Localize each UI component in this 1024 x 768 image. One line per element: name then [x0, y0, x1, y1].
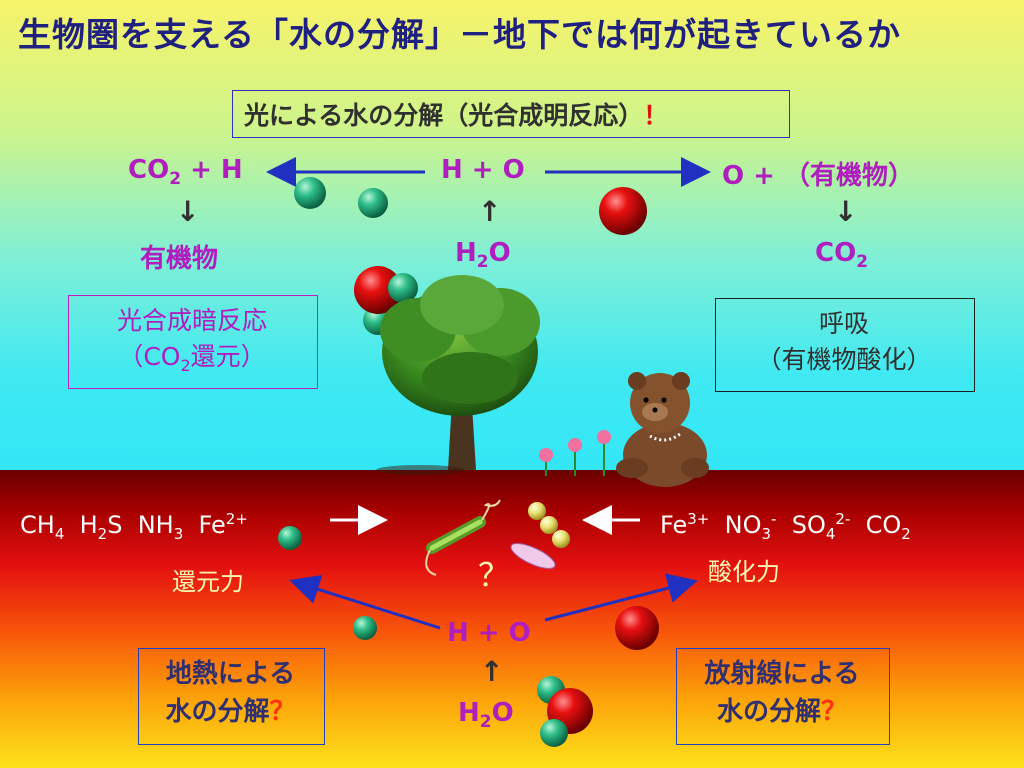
- fe3-sup: 3+: [687, 510, 710, 528]
- down-arrow-right: ↓: [834, 195, 858, 228]
- water-o: [354, 266, 402, 314]
- h2o-sub: 2: [476, 252, 489, 273]
- hydrogen-atom-1: [294, 177, 326, 209]
- so4-sub: 4: [825, 524, 836, 543]
- fe3-base: Fe: [660, 511, 688, 539]
- o-plus-organic: O + （有機物）: [722, 155, 914, 192]
- h-plus-o-ground: H + O: [447, 618, 531, 648]
- geothermal-question: ？: [269, 697, 296, 727]
- down-arrow-left: ↓: [176, 195, 200, 228]
- bear-illustration: [616, 372, 709, 487]
- h2s-sub: 2: [97, 524, 108, 543]
- ch4-sub: 4: [54, 524, 65, 543]
- question-mark-center: ？: [478, 556, 511, 594]
- underground-h-2: [353, 616, 377, 640]
- h2o-o: O: [488, 238, 511, 268]
- no3-sup: -: [771, 510, 777, 528]
- oxygen-atom-top: [599, 187, 647, 235]
- h2o-ground-o: O: [491, 698, 514, 728]
- co2-right: CO2: [815, 238, 868, 272]
- respiration-box: [715, 298, 975, 392]
- dark-reaction-line2-a: （CO: [118, 342, 181, 371]
- radiolysis-line2: 水の分解？: [676, 694, 888, 730]
- photolysis-box: [232, 90, 790, 138]
- geothermal-line2-text: 水の分解: [165, 697, 270, 727]
- up-arrow-ground: ↑: [480, 655, 504, 688]
- fe2-sup: 2+: [225, 510, 248, 528]
- exclaim-mark: ！: [643, 101, 669, 130]
- oxidizing-power-label: 酸化力: [708, 558, 780, 586]
- plus-h: + H: [190, 155, 243, 185]
- co2-ox-sub: 2: [901, 524, 911, 543]
- radiolysis-line2-text: 水の分解: [716, 697, 821, 727]
- no3-base: NO: [724, 511, 762, 539]
- h2o-ground-sub: 2: [479, 712, 492, 733]
- dark-reaction-line2-b: 還元）: [190, 342, 266, 371]
- h-plus-o-top: H + O: [441, 155, 525, 185]
- dark-reaction-line2-sub: 2: [180, 356, 191, 375]
- microbe-cocci: [528, 502, 570, 548]
- respiration-line1: 呼吸: [818, 309, 869, 338]
- nh3-sub: 3: [173, 524, 184, 543]
- respiration-line2: （有機物酸化）: [756, 345, 932, 374]
- h2o-ground-h: H: [458, 698, 480, 728]
- organic-paren: （有機物）: [784, 161, 915, 191]
- reducing-power-label: 還元力: [172, 568, 244, 596]
- organic-matter-label: 有機物: [140, 244, 219, 274]
- radiolysis-question: ？: [821, 697, 848, 727]
- tree-illustration: [376, 275, 540, 475]
- water-h-2: [388, 273, 418, 303]
- hydrogen-atom-2: [358, 188, 388, 218]
- ground-background: [0, 470, 1024, 768]
- co2-base: CO: [128, 155, 170, 185]
- geothermal-line2: 水の分解？: [138, 694, 323, 730]
- reductants-formulas: CH4 H2S NH3 Fe2+: [20, 510, 248, 543]
- fe2-base: Fe: [198, 511, 226, 539]
- arrow-to-reducing: [289, 574, 441, 630]
- h2o-top: H2O: [455, 238, 511, 272]
- oxidants-formulas: Fe3+ NO3- SO42- CO2: [660, 510, 911, 543]
- geothermal-box: [138, 648, 325, 745]
- co2-formula: CO2: [128, 155, 181, 189]
- up-arrow-center: ↑: [478, 195, 502, 228]
- radiolysis-box: [676, 648, 890, 745]
- arrow-to-oxidizing: [544, 573, 698, 622]
- co2-sub: 2: [169, 169, 182, 190]
- dark-reaction-box: [68, 295, 318, 389]
- dark-reaction-line1: 光合成暗反応: [116, 306, 267, 335]
- co2-right-sub: 2: [856, 252, 869, 273]
- h2s-a: H: [79, 511, 98, 539]
- co2-right-base: CO: [815, 238, 857, 268]
- underground-h-1: [278, 526, 302, 550]
- ch4-base: CH: [20, 511, 55, 539]
- h2o-h: H: [455, 238, 477, 268]
- slide-title: 生物圏を支える「水の分解」－地下では何が起きているか: [18, 15, 902, 54]
- so4-base: SO: [791, 511, 826, 539]
- radiolysis-line1: 放射線による: [704, 659, 860, 689]
- co2-plus-h: CO2 + H: [128, 155, 243, 189]
- no3-sub: 3: [761, 524, 772, 543]
- microbe-rod: [425, 499, 501, 576]
- nh3-base: NH: [137, 511, 174, 539]
- underground-water-h-2: [540, 719, 568, 747]
- dark-reaction-line2: （CO2還元）: [68, 340, 316, 383]
- o-plus: O +: [722, 161, 775, 191]
- photolysis-label: 光による水の分解（光合成明反応）！: [244, 96, 668, 132]
- co2-ox-base: CO: [865, 511, 902, 539]
- flowers-illustration: [539, 430, 611, 476]
- h2o-ground: H2O: [458, 698, 514, 732]
- so4-sup: 2-: [835, 510, 851, 528]
- microbe-oval: [510, 543, 556, 569]
- h2s-b: S: [107, 511, 123, 539]
- photolysis-label-text: 光による水の分解（光合成明反応）: [244, 101, 644, 130]
- geothermal-line1: 地熱による: [165, 659, 296, 689]
- underground-o: [615, 606, 659, 650]
